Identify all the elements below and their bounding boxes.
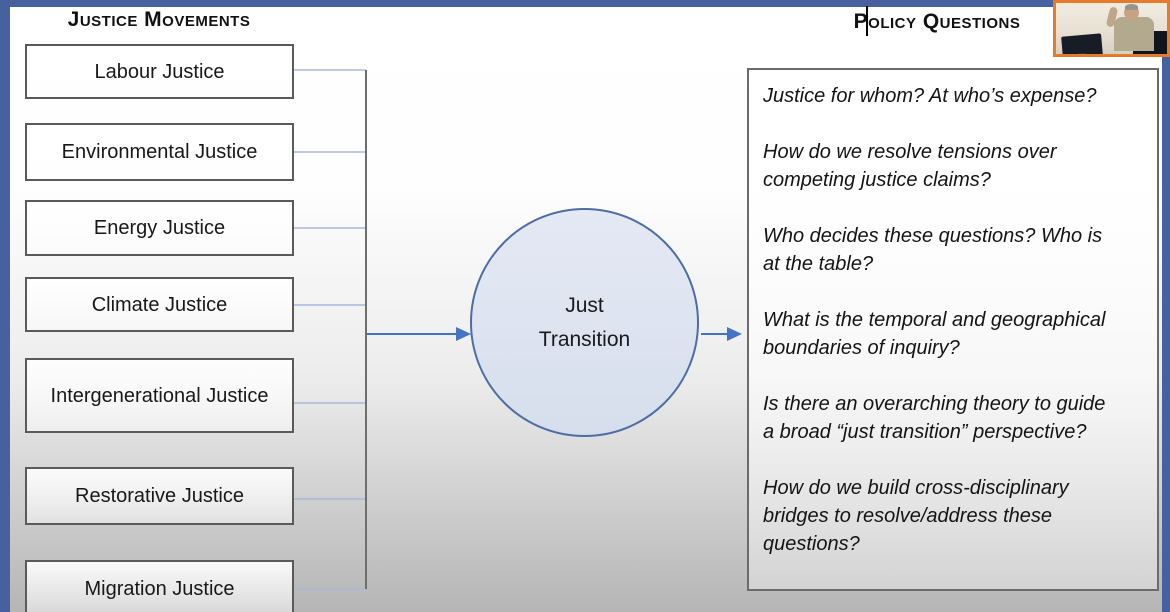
slide-frame-left [0, 0, 10, 612]
webcam-speaker-video[interactable] [1053, 0, 1170, 57]
monitor-left-stand [1078, 53, 1086, 54]
question-6-line-3: questions? [763, 533, 860, 555]
just-transition-circle[interactable]: Just Transition [470, 208, 699, 437]
question-3: Who decides these questions? Who is at t… [763, 222, 1143, 278]
question-6-line-2: bridges to resolve/address these [763, 505, 1053, 527]
question-4: What is the temporal and geographical bo… [763, 306, 1143, 362]
question-5-line-1: Is there an overarching theory to guide [763, 393, 1106, 415]
arrow-to-questions [701, 327, 742, 341]
question-3-line-1: Who decides these questions? Who is [763, 225, 1103, 247]
slide-frame-right [1162, 0, 1170, 612]
movement-box-labour-justice[interactable]: Labour Justice [25, 44, 294, 99]
arrow-to-circle [367, 327, 471, 341]
question-2-line-1: How do we resolve tensions over [763, 141, 1057, 163]
movement-box-migration-justice[interactable]: Migration Justice [25, 560, 294, 612]
movement-box-environmental-justice[interactable]: Environmental Justice [25, 123, 294, 181]
policy-questions-box[interactable]: Justice for whom? At who’s expense? How … [747, 68, 1159, 591]
question-4-line-2: boundaries of inquiry? [763, 337, 960, 359]
movement-box-energy-justice[interactable]: Energy Justice [25, 200, 294, 256]
policy-questions-header: Policy Questions [853, 10, 1021, 33]
question-1: Justice for whom? At who’s expense? [763, 82, 1143, 110]
question-5: Is there an overarching theory to guide … [763, 390, 1143, 446]
question-6-line-1: How do we build cross-disciplinary [763, 477, 1069, 499]
movement-box-climate-justice[interactable]: Climate Justice [25, 277, 294, 332]
justice-movements-header: Justice Movements [67, 8, 251, 31]
movement-box-intergenerational-justice[interactable]: Intergenerational Justice [25, 358, 294, 433]
circle-label-line2: Transition [538, 327, 631, 351]
box-connector-stubs [294, 69, 366, 590]
text-edit-caret [866, 6, 868, 36]
question-3-line-2: at the table? [763, 253, 874, 275]
question-1-line-1: Justice for whom? At who’s expense? [763, 85, 1097, 107]
slide-frame-top [0, 0, 1170, 7]
circle-label-line1: Just [565, 293, 604, 317]
question-5-line-2: a broad “just transition” perspective? [763, 421, 1087, 443]
speaker-body [1114, 17, 1154, 51]
question-6: How do we build cross-disciplinary bridg… [763, 474, 1143, 558]
speaker-hair [1125, 4, 1138, 10]
question-2-line-2: competing justice claims? [763, 169, 991, 191]
question-4-line-1: What is the temporal and geographical [763, 309, 1106, 331]
question-2: How do we resolve tensions over competin… [763, 138, 1143, 194]
movement-box-restorative-justice[interactable]: Restorative Justice [25, 467, 294, 525]
